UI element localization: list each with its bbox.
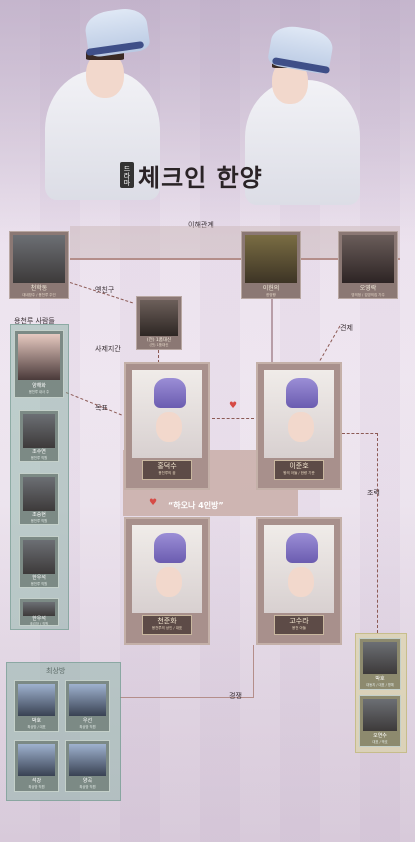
choisang-label: 최상방 xyxy=(46,667,66,675)
main-card-3[interactable]: 천준화 용천루의 상인 / 대표 xyxy=(124,517,210,645)
yongcheonru-label: 용천루 사람들 xyxy=(14,317,55,325)
compete-line-h xyxy=(120,697,254,698)
top-relation-label: 이해관계 xyxy=(188,221,214,229)
yongcheonru-card-3[interactable]: 한우석 용천루 직원 xyxy=(19,536,59,588)
title-text: 체크인 한양 xyxy=(138,162,263,192)
dashed-mentor xyxy=(158,350,159,368)
label-restrain: 견제 xyxy=(340,324,353,332)
heart-icon: ♥ xyxy=(229,401,238,411)
heart-icon: ♥ xyxy=(149,498,158,508)
main-card-2[interactable]: 이준호 왕의 아들 / 한량 기준 xyxy=(256,362,342,490)
label-target: 목표 xyxy=(95,404,108,412)
yongcheonru-card-4[interactable]: 한우석 조리장 / 직원 xyxy=(19,598,59,626)
main-card-1[interactable]: 홍덕수 용천루의 꿈 xyxy=(124,362,210,490)
character-card-mentor[interactable]: (전) 1품대신 (전) 1품대신 xyxy=(136,296,182,350)
yongcheonru-card-2[interactable]: 조승현 용천루 직원 xyxy=(19,473,59,525)
compete-line-v xyxy=(253,645,254,697)
title-badge: 드라마 xyxy=(120,162,134,188)
dashed-cooperate-v xyxy=(377,433,378,633)
hat-icon xyxy=(154,533,186,565)
dashed-love xyxy=(212,418,254,419)
center-label: “하오나 4인방” xyxy=(168,501,224,510)
choisang-card-3[interactable]: 석강 최상방 직원 xyxy=(14,740,59,792)
label-old-friend: 옛친구 xyxy=(95,286,115,294)
character-card-top-right[interactable]: 오영락 영의정 / 김영의집 가주 xyxy=(338,231,398,299)
choisang-card-1[interactable]: 박호 최상방 / 대표 xyxy=(14,680,59,732)
yongcheonru-card-1[interactable]: 조수연 용천루 직원 xyxy=(19,410,59,462)
label-compete: 경쟁 xyxy=(229,692,242,700)
drama-title: 드라마 체크인 한양 xyxy=(120,158,263,192)
choisang-card-4[interactable]: 양곡 최상방 직원 xyxy=(65,740,110,792)
choisang-card-2[interactable]: 우선 최상방 직원 xyxy=(65,680,110,732)
top-relation-line xyxy=(70,258,400,260)
yongcheonru-card-leader[interactable]: 양해화 용천루 내사 주 xyxy=(14,330,64,398)
character-card-top-left[interactable]: 천학동 대내방주 / 용천루 주인 xyxy=(9,231,69,299)
dashed-cooperate-h xyxy=(342,433,378,434)
hat-icon xyxy=(154,378,186,410)
line-king-to-main xyxy=(271,299,273,365)
helper-card-2[interactable]: 오연수 대표 / 박호 xyxy=(359,695,401,747)
main-card-4[interactable]: 고수라 용천 아들 xyxy=(256,517,342,645)
label-mentor: 사제지간 xyxy=(95,345,121,353)
hat-icon xyxy=(286,533,318,565)
helper-card-1[interactable]: 박호 대동지 / 대표 / 명예 xyxy=(359,638,401,690)
label-cooperate: 조력 xyxy=(367,489,380,497)
hat-icon xyxy=(286,378,318,410)
character-card-top-center[interactable]: 이헌의 한양왕 xyxy=(241,231,301,299)
